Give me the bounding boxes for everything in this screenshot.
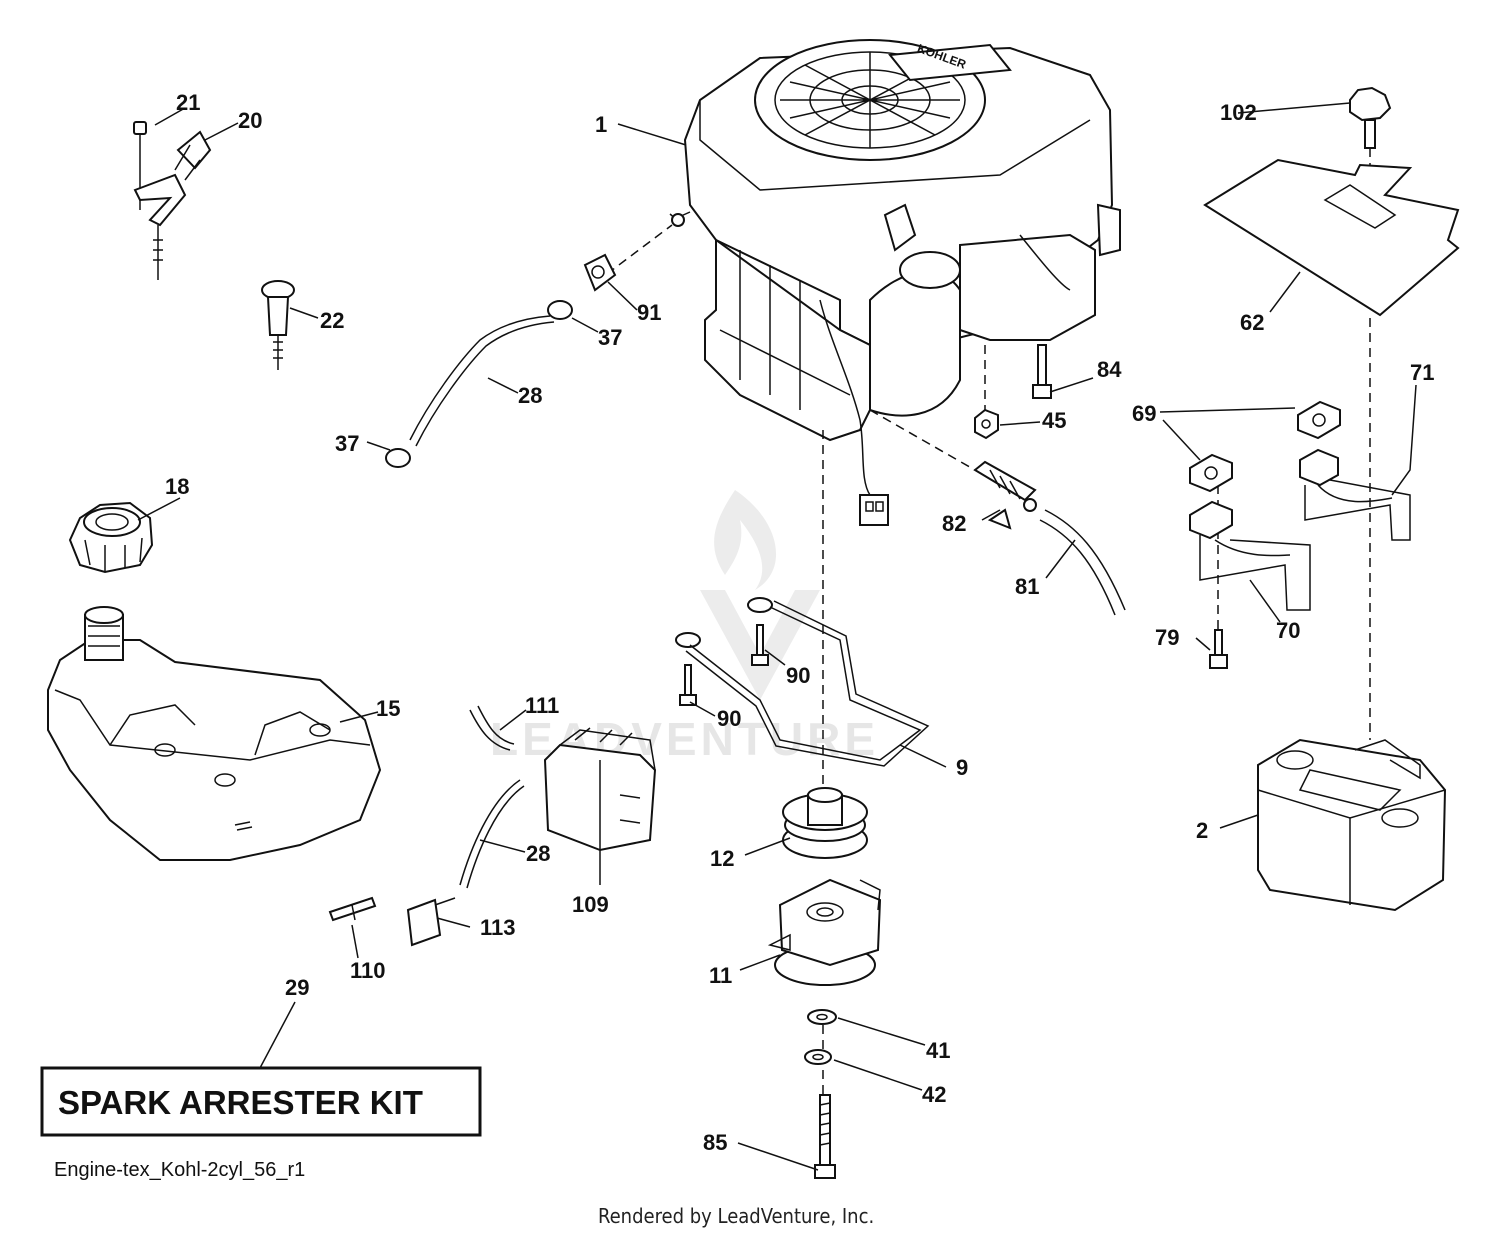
callout-41: 41 bbox=[926, 1038, 950, 1063]
lower-hoses bbox=[328, 705, 525, 947]
callout-90-upper: 90 bbox=[786, 663, 810, 688]
callout-109: 109 bbox=[572, 892, 609, 917]
gaskets-69 bbox=[1189, 400, 1341, 493]
callout-111: 111 bbox=[525, 693, 559, 718]
fuel-tank-part bbox=[47, 606, 382, 861]
render-credit: Rendered by LeadVenture, Inc. bbox=[598, 1204, 874, 1228]
callout-69: 69 bbox=[1132, 401, 1156, 426]
exhaust-pipe-71 bbox=[1299, 448, 1411, 541]
callout-85: 85 bbox=[703, 1130, 727, 1155]
drawing-code: Engine-tex_Kohl-2cyl_56_r1 bbox=[54, 1159, 305, 1181]
pto-clutch-part bbox=[767, 878, 882, 986]
callout-20: 20 bbox=[238, 108, 262, 133]
bolt-79 bbox=[1209, 629, 1228, 669]
watermark: LEADVENTURE bbox=[490, 490, 875, 765]
heat-shield-part bbox=[1203, 158, 1460, 317]
callout-82: 82 bbox=[942, 511, 966, 536]
callout-62: 62 bbox=[1240, 310, 1264, 335]
callout-1: 1 bbox=[595, 112, 607, 137]
leader-lines bbox=[137, 102, 1417, 1171]
spark-arrester-kit-label: SPARK ARRESTER KIT bbox=[58, 1084, 423, 1121]
filter-solenoid-part bbox=[543, 727, 657, 852]
callout-28-upper: 28 bbox=[518, 383, 542, 408]
connector-82 bbox=[973, 460, 1037, 530]
callout-84: 84 bbox=[1097, 357, 1122, 382]
throttle-control-part bbox=[133, 121, 212, 280]
callout-22: 22 bbox=[320, 308, 344, 333]
callout-18: 18 bbox=[165, 474, 189, 499]
callout-79: 79 bbox=[1155, 625, 1179, 650]
callout-91: 91 bbox=[637, 300, 661, 325]
fuel-cap-part bbox=[68, 501, 154, 574]
muffler-part bbox=[1257, 738, 1447, 912]
callout-110: 110 bbox=[350, 958, 386, 983]
callout-2: 2 bbox=[1196, 818, 1208, 843]
callout-12: 12 bbox=[710, 846, 734, 871]
bolt-84 bbox=[1032, 344, 1052, 399]
callout-37-lower: 37 bbox=[335, 431, 359, 456]
callout-71: 71 bbox=[1410, 360, 1434, 385]
pulley-part bbox=[782, 787, 868, 859]
callout-29: 29 bbox=[285, 975, 309, 1000]
hose-81 bbox=[1039, 509, 1126, 616]
callout-102: 102 bbox=[1220, 100, 1257, 125]
callout-21: 21 bbox=[176, 90, 200, 115]
knob-102 bbox=[1349, 86, 1392, 149]
nut-45 bbox=[974, 408, 999, 440]
callout-15: 15 bbox=[376, 696, 400, 721]
callout-42: 42 bbox=[922, 1082, 946, 1107]
engine-fan-grille bbox=[780, 52, 960, 148]
fuel-line-upper bbox=[385, 253, 617, 468]
callout-45: 45 bbox=[1042, 408, 1066, 433]
callout-81: 81 bbox=[1015, 574, 1039, 599]
callout-70: 70 bbox=[1276, 618, 1300, 643]
spark-arrester-kit-box: SPARK ARRESTER KIT bbox=[40, 1066, 482, 1137]
callout-11: 11 bbox=[709, 963, 732, 988]
choke-knob-part bbox=[261, 280, 295, 370]
callout-28-lower: 28 bbox=[526, 841, 550, 866]
callout-37-upper: 37 bbox=[598, 325, 622, 350]
callout-9: 9 bbox=[956, 755, 968, 780]
callout-90-lower: 90 bbox=[717, 706, 741, 731]
callouts: 1 21 20 22 91 37 28 37 18 15 102 62 69 7… bbox=[165, 90, 1434, 1155]
exhaust-pipe-70 bbox=[1189, 500, 1311, 611]
callout-113: 113 bbox=[480, 915, 516, 940]
mounting-bolts-90 bbox=[675, 597, 773, 706]
engine-part: KOHLER bbox=[669, 39, 1121, 526]
washers-and-bolt bbox=[804, 1009, 837, 1179]
